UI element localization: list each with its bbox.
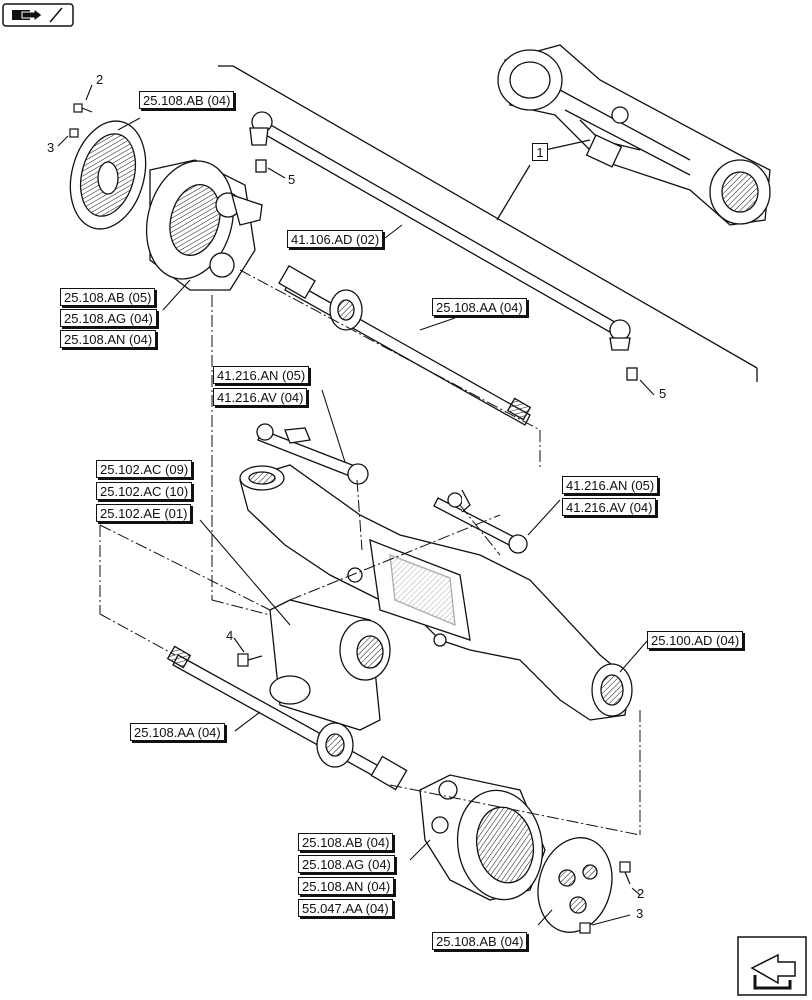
ref-55-047-aa-04[interactable]: 55.047.AA (04) (298, 899, 393, 917)
left-final-drive-flange (69, 120, 147, 230)
callout-5-b: 5 (659, 386, 667, 401)
ref-41-216-an-05-right[interactable]: 41.216.AN (05) (562, 476, 659, 494)
ref-41-216-av-04-right[interactable]: 41.216.AV (04) (562, 498, 657, 516)
complete-axle-assembly (497, 44, 771, 226)
plug-3-bottom (579, 922, 591, 934)
ref-41-216-an-05-left[interactable]: 41.216.AN (05) (213, 366, 310, 384)
callout-2-bottom: 2 (637, 886, 645, 901)
bolt-4 (237, 653, 263, 667)
left-final-drive-housing (145, 159, 263, 291)
ref-25-108-an-04-bottom[interactable]: 25.108.AN (04) (298, 877, 395, 895)
bolt-2-top (73, 103, 93, 113)
ref-25-108-aa-04-top[interactable]: 25.108.AA (04) (432, 298, 527, 316)
callout-1: 1 (532, 143, 548, 161)
bolt-2-bottom (619, 861, 631, 885)
ref-25-102-ae-01[interactable]: 25.102.AE (01) (96, 504, 192, 522)
ref-25-100-ad-04[interactable]: 25.100.AD (04) (647, 631, 744, 649)
alignment-lines (99, 269, 641, 836)
ref-25-108-ag-04-top[interactable]: 25.108.AG (04) (60, 309, 157, 327)
book-arrow-icon[interactable] (2, 3, 74, 27)
left-steering-cylinder (256, 423, 369, 485)
next-page-arrow-icon[interactable] (737, 936, 807, 996)
assembly-bracket-line (218, 65, 758, 382)
ref-25-102-ac-10[interactable]: 25.102.AC (10) (96, 482, 193, 500)
ref-25-108-aa-04-bottom[interactable]: 25.108.AA (04) (130, 723, 225, 741)
ref-25-108-ab-04-last[interactable]: 25.108.AB (04) (432, 932, 528, 950)
steering-tie-rod (249, 111, 638, 381)
right-final-drive-housing (419, 774, 546, 901)
ref-41-216-av-04-left[interactable]: 41.216.AV (04) (213, 388, 308, 406)
ref-25-102-ac-09[interactable]: 25.102.AC (09) (96, 460, 193, 478)
ref-25-108-an-04-top[interactable]: 25.108.AN (04) (60, 330, 157, 348)
right-final-drive-flange (537, 837, 613, 933)
differential-bearing-housing (269, 599, 391, 731)
ref-25-108-ag-04-bottom[interactable]: 25.108.AG (04) (298, 855, 395, 873)
ref-25-108-ab-04-top[interactable]: 25.108.AB (04) (139, 91, 235, 109)
axle-housing (239, 464, 633, 721)
plug-3-top (69, 128, 79, 138)
callout-2-top: 2 (96, 72, 104, 87)
ref-25-108-ab-04-bottom[interactable]: 25.108.AB (04) (298, 833, 394, 851)
ref-25-108-ab-05[interactable]: 25.108.AB (05) (60, 288, 156, 306)
upper-drive-shaft (278, 264, 532, 426)
callout-4: 4 (226, 628, 234, 643)
callout-3-top: 3 (47, 140, 55, 155)
ref-41-106-ad-02[interactable]: 41.106.AD (02) (287, 230, 384, 248)
callout-5-a: 5 (288, 172, 296, 187)
right-steering-cylinder (433, 489, 528, 554)
lower-drive-shaft (166, 645, 408, 791)
callout-3-bottom: 3 (636, 906, 644, 921)
